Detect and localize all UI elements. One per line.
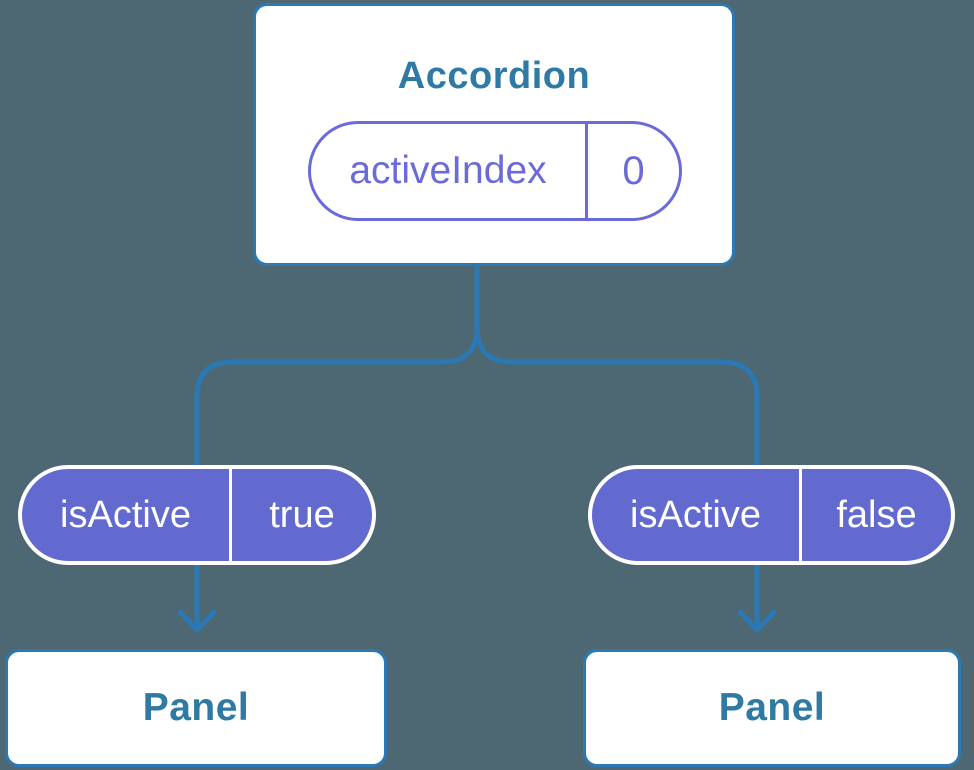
connector-left-branch [177, 261, 480, 633]
component-title: Accordion [397, 55, 591, 97]
accordion-component-box: Accordion activeIndex 0 [253, 3, 735, 266]
connector-right-branch [474, 261, 777, 633]
panel-component-box-left: Panel [5, 649, 387, 767]
prop-name-label: isActive [22, 469, 232, 561]
prop-pill-isactive-false: isActive false [588, 465, 955, 565]
prop-value-label: true [269, 493, 335, 536]
prop-value-label: false [836, 493, 917, 536]
panel-component-box-right: Panel [583, 649, 961, 767]
state-pill-activeindex: activeIndex 0 [308, 121, 682, 221]
prop-name-label: isActive [592, 469, 802, 561]
state-name-label: activeIndex [311, 124, 588, 218]
state-value-label: 0 [622, 148, 645, 193]
prop-pill-isactive-true: isActive true [18, 465, 376, 565]
